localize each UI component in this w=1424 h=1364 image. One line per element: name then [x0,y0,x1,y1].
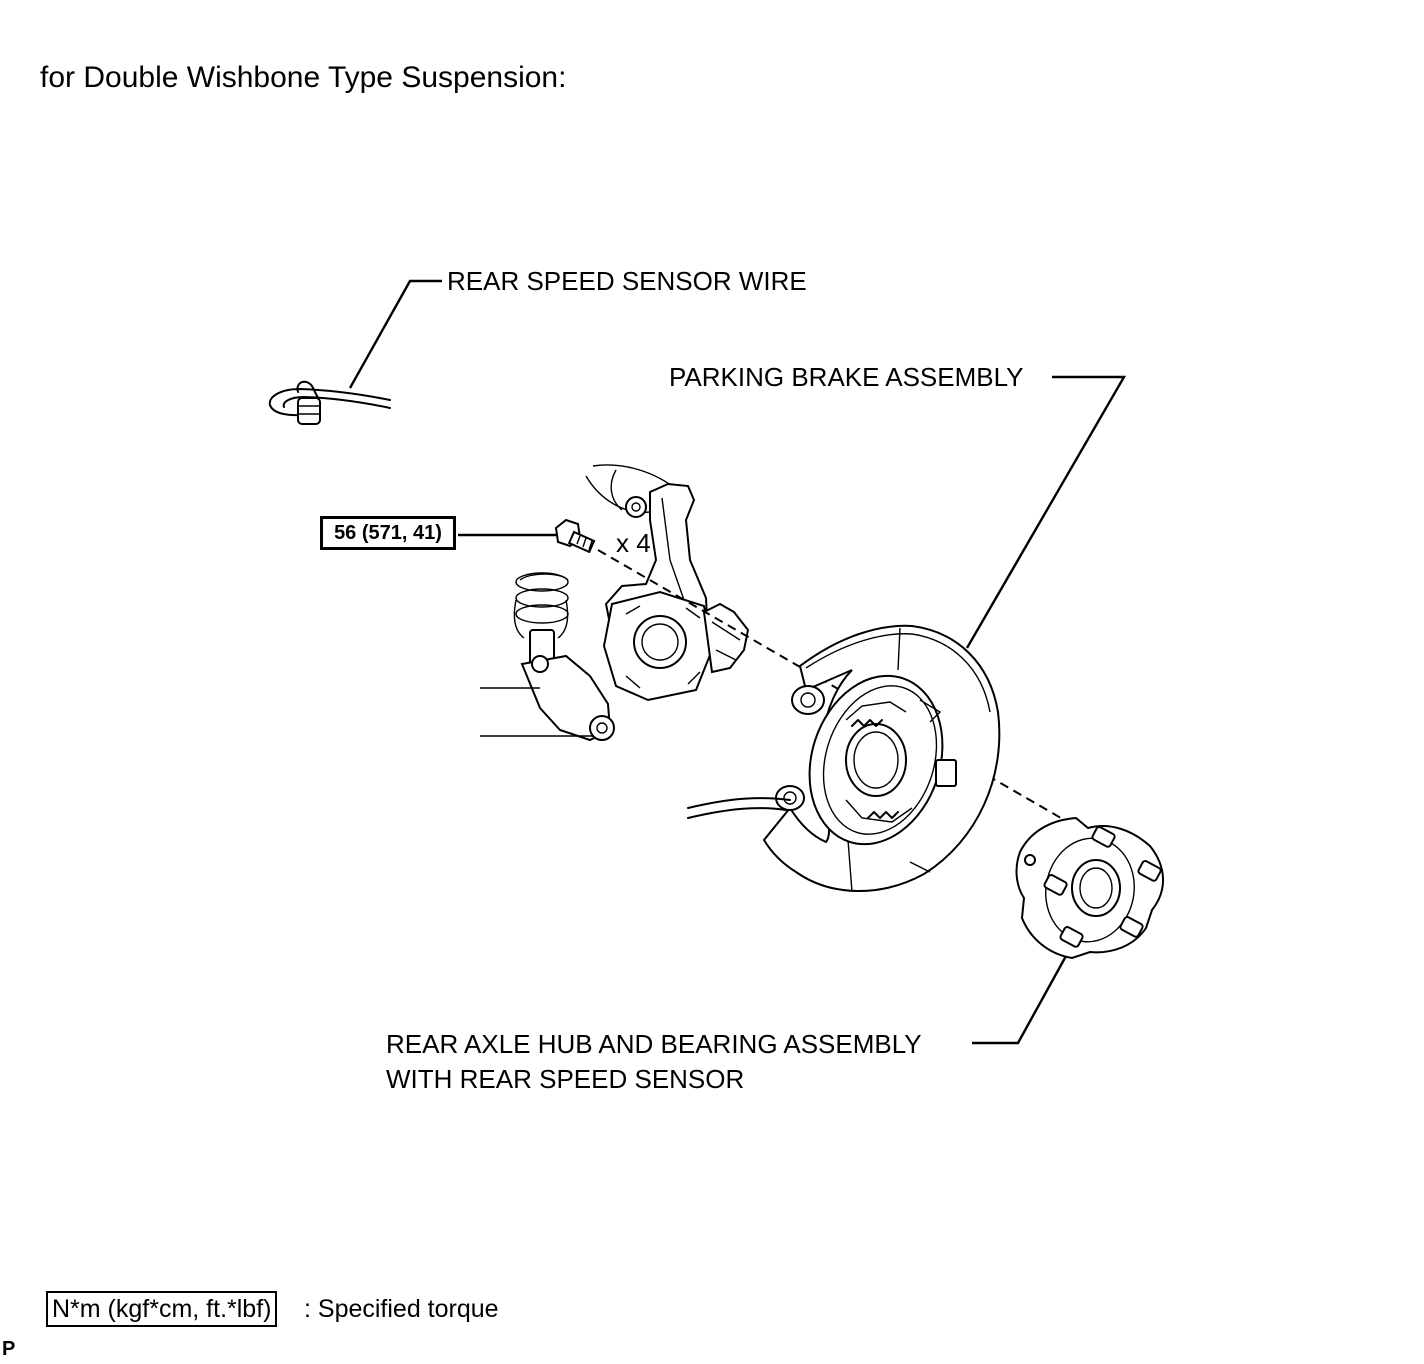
rear-axle-hub-assembly [1015,816,1165,960]
axle-carrier-knuckle [480,464,750,742]
label-rear-speed-sensor-wire: REAR SPEED SENSOR WIRE [447,266,807,296]
leader-lines [348,279,1127,1045]
speed-sensor-wire-clip [268,380,391,425]
knuckle-bolt [554,518,596,554]
leader-hub [972,955,1068,1045]
legend-description: : Specified torque [304,1295,499,1323]
parking-brake-assembly [687,624,1001,893]
label-bolt-count: x 4 [616,528,651,558]
label-hub-line2: WITH REAR SPEED SENSOR [386,1064,745,1094]
corner-mark: P [2,1338,16,1360]
diagram-heading: for Double Wishbone Type Suspension: [40,61,567,94]
label-parking-brake-assembly: PARKING BRAKE ASSEMBLY [669,362,1024,392]
torque-spec-box: 56 (571, 41) [320,516,456,550]
wheel-studs [1043,826,1162,948]
legend-units-box: N*m (kgf*cm, ft.*lbf) [46,1291,278,1327]
label-hub-line1: REAR AXLE HUB AND BEARING ASSEMBLY [386,1029,922,1059]
leader-parking-brake [965,375,1127,649]
leader-wire [348,279,442,389]
